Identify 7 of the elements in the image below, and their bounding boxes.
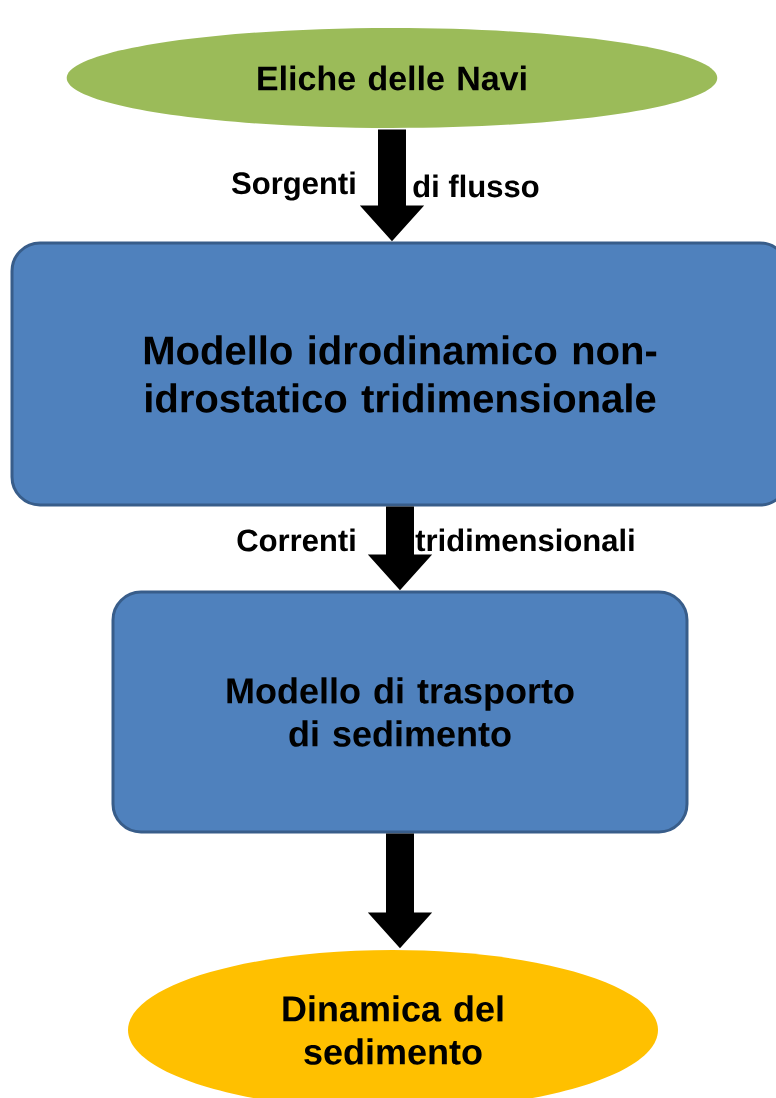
- process-box: Modello idrodinamico non-idrostatico tridimensionale: [10, 241, 776, 507]
- flow-label: tridimensionali: [415, 528, 634, 552]
- process-box: Modello di trasporto di sedimento: [111, 590, 689, 834]
- ellipse-node: Eliche delle Navi: [66, 28, 718, 128]
- flow-label: Correnti: [237, 528, 355, 552]
- flow-label: di flusso: [413, 174, 539, 198]
- flow-label: Sorgenti: [231, 171, 355, 201]
